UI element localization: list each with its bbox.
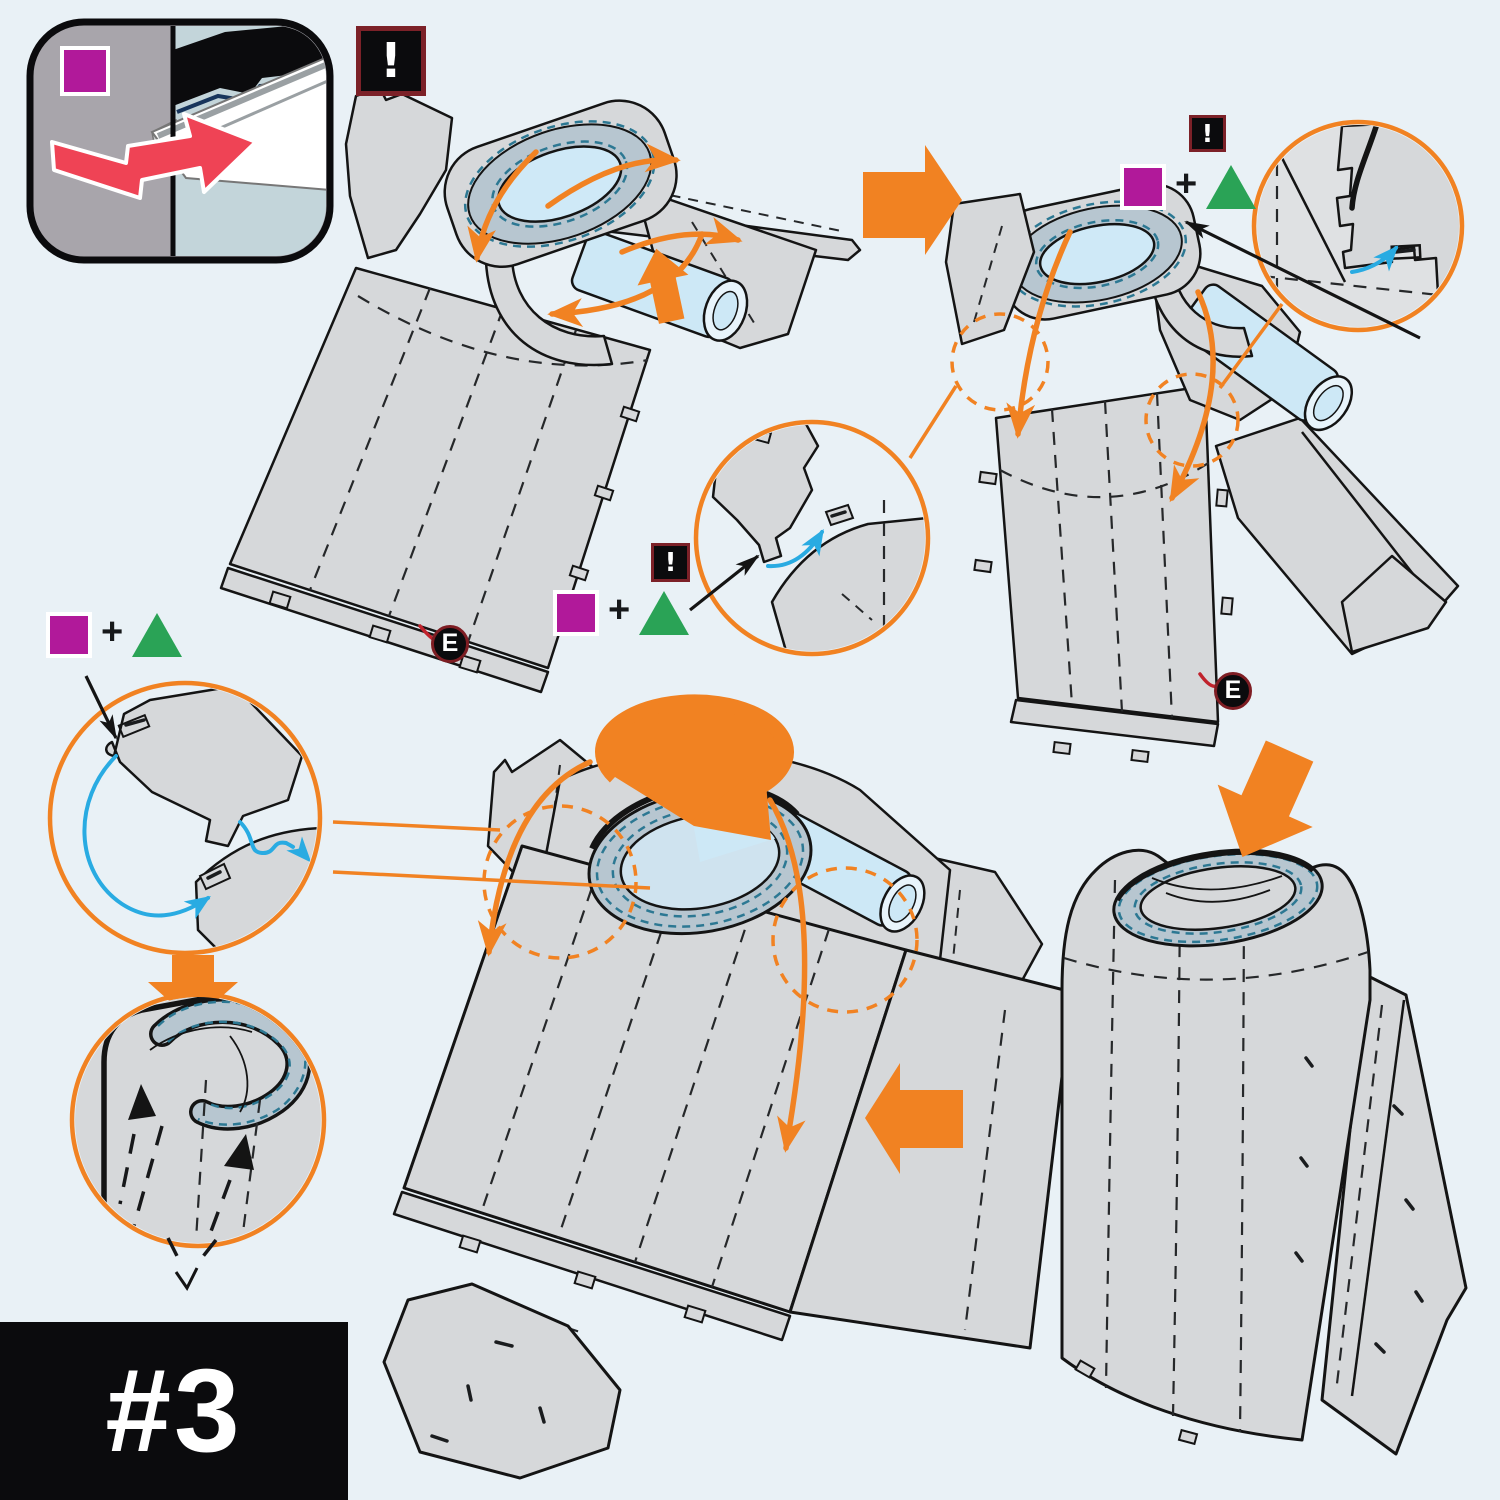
swing-connect-arrow [82, 754, 211, 920]
connection-highlight-circle [950, 312, 1050, 412]
detail-circle-tab-join [693, 419, 931, 657]
plus-sign: + [608, 588, 631, 631]
edge-tabs [973, 470, 1234, 764]
connection-highlight-circle [482, 804, 638, 960]
material-combo: + [1120, 162, 1257, 210]
connection-highlight-circle [771, 866, 919, 1014]
warning-icon: ! [1189, 115, 1226, 152]
step-number-label: #3 [0, 1322, 348, 1500]
push-up-arrow [637, 248, 689, 324]
press-in-arrowhead [128, 1084, 156, 1120]
step4-assembled-piece [1060, 848, 1468, 1456]
fold-insert-inset-icon [26, 18, 334, 264]
press-in-arrowhead [224, 1134, 254, 1170]
next-detail-arrow [148, 955, 238, 1022]
magenta-square-icon [553, 590, 599, 636]
warning-glyph: ! [1201, 119, 1214, 148]
leader-arrows [84, 220, 1421, 890]
plus-sign: + [101, 610, 124, 653]
material-combo: + [553, 588, 690, 636]
route-tab-arrow [238, 820, 288, 855]
green-triangle-icon [1206, 165, 1257, 209]
converge-chevron [174, 1267, 199, 1291]
magenta-square-icon [46, 612, 92, 658]
step3-piece [382, 694, 1087, 1480]
detail-circle-slot-join [1251, 119, 1465, 333]
flow-arrow-right [863, 145, 962, 255]
warning-glyph: ! [380, 33, 402, 89]
warning-icon: ! [651, 543, 690, 582]
connection-highlight-circle [1144, 372, 1240, 468]
plus-sign: + [1175, 162, 1198, 205]
collar-plate [443, 99, 678, 269]
green-triangle-icon [639, 591, 690, 635]
material-combo: + [46, 610, 183, 658]
insert-tab-arrow [1350, 245, 1399, 274]
edge-tabs [268, 405, 641, 674]
warning-icon: ! [356, 26, 426, 96]
paper-tube [1178, 283, 1354, 432]
fold-slots [1294, 1056, 1314, 1263]
octagon-slots [430, 1340, 546, 1443]
warning-glyph: ! [664, 547, 677, 578]
part-label-badge: E [431, 625, 469, 663]
green-triangle-icon [132, 613, 183, 657]
detail-circle-result [69, 991, 327, 1291]
flow-arrow-down [1217, 740, 1314, 857]
step2-piece [908, 182, 1460, 764]
edge-tabs [1074, 1359, 1199, 1446]
insert-tab-arrow [766, 529, 824, 569]
base-octagon-piece [382, 1282, 622, 1480]
blade-slots [1374, 1104, 1424, 1354]
magenta-square-icon [1120, 164, 1166, 210]
step1-unfolded-piece [219, 86, 862, 694]
detail-circle-connect [47, 680, 323, 956]
red-fold-arrow-icon [50, 112, 258, 200]
flow-arrows [863, 145, 1314, 1174]
part-label-badge: E [1214, 672, 1252, 710]
flow-arrow-left [865, 1063, 963, 1174]
magenta-square-icon [60, 46, 110, 96]
collar-ring [1112, 848, 1324, 948]
